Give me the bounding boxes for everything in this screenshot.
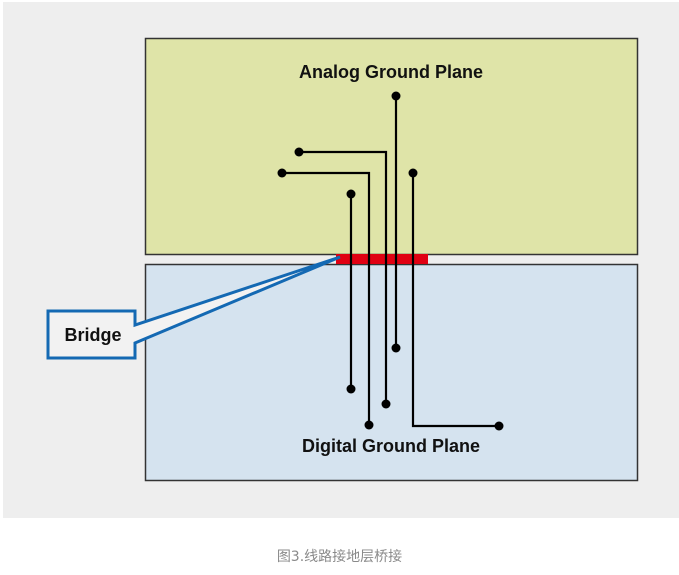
trace-3-start-dot bbox=[294, 147, 304, 157]
trace-4-end-dot bbox=[391, 343, 401, 353]
trace-4-start-dot bbox=[391, 91, 401, 101]
trace-2-start-dot bbox=[277, 168, 287, 178]
digital-plane-label: Digital Ground Plane bbox=[302, 436, 480, 456]
trace-1-start-dot bbox=[346, 189, 356, 199]
trace-endpoints bbox=[277, 91, 504, 431]
trace-2-end-dot bbox=[364, 420, 374, 430]
trace-5 bbox=[411, 173, 499, 428]
trace-5-start-dot bbox=[408, 168, 418, 178]
traces bbox=[282, 96, 499, 428]
digital-ground-plane bbox=[144, 263, 639, 482]
bridge-label: Bridge bbox=[64, 325, 121, 345]
trace-5-end-dot bbox=[494, 421, 504, 431]
bridge-callout bbox=[46, 255, 341, 360]
bridge-strip bbox=[336, 254, 428, 264]
trace-3-end-dot bbox=[381, 399, 391, 409]
analog-plane-label: Analog Ground Plane bbox=[299, 62, 483, 82]
trace-2 bbox=[282, 171, 371, 425]
trace-3 bbox=[299, 150, 388, 404]
figure-caption: 图3.线路接地层桥接 bbox=[276, 549, 403, 565]
analog-ground-plane bbox=[144, 37, 639, 256]
trace-1-end-dot bbox=[346, 384, 356, 394]
